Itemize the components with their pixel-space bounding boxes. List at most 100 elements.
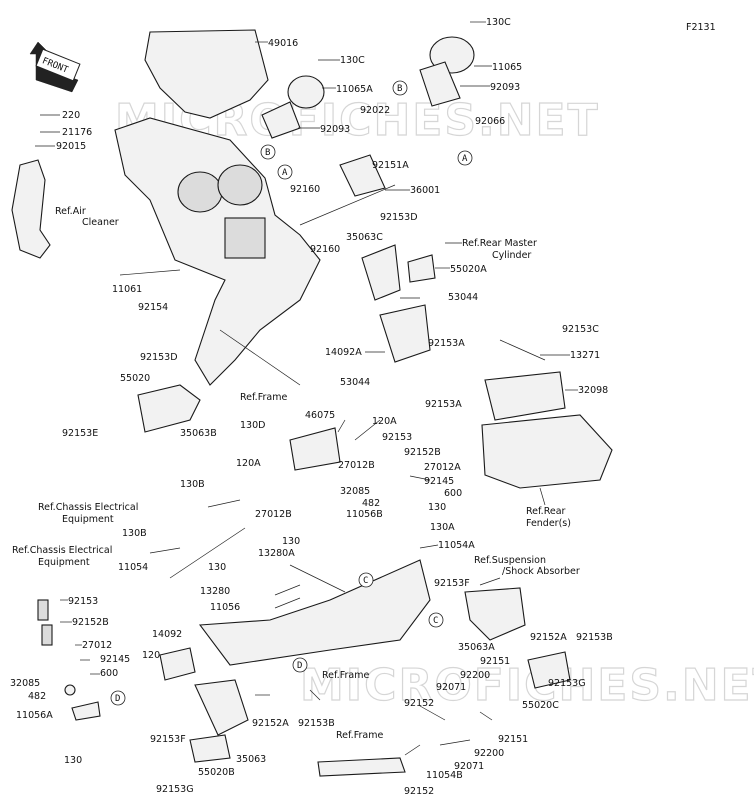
callout-ref-frame-b: Ref.Frame [322, 670, 369, 681]
footrest-55020c [527, 651, 571, 689]
main-frame-part [114, 117, 321, 386]
frame-opening-right [217, 164, 263, 206]
callout-92152-b: 92152 [404, 786, 434, 797]
callout-shock: /Shock Absorber [502, 566, 580, 577]
callout-32098: 32098 [578, 385, 608, 396]
plate-11056a [71, 701, 101, 721]
callout-130-c: 130 [208, 562, 226, 573]
callout-92151-b: 92151 [498, 734, 528, 745]
callout-35063c: 35063C [346, 232, 383, 243]
callout-120: 120 [142, 650, 160, 661]
callout-11054: 11054 [118, 562, 148, 573]
bolt-92153 [37, 599, 49, 621]
callout-92153a: 92153A [428, 338, 465, 349]
callout-92022: 92022 [360, 105, 390, 116]
leader-lines [35, 21, 578, 756]
callout-27012b-b: 27012B [255, 509, 292, 520]
subframe-part [198, 559, 431, 666]
callout-cleaner: Cleaner [82, 217, 119, 228]
callout-13280a: 13280A [258, 548, 295, 559]
callout-ref-chassis: Ref.Chassis Electrical [38, 502, 138, 513]
callout-120a-b: 120A [236, 458, 261, 469]
cable-11054 [169, 527, 246, 579]
svg-text:C: C [433, 616, 438, 626]
callout-130a: 130A [430, 522, 455, 533]
callout-14092a: 14092A [325, 347, 362, 358]
guard-55020a [407, 254, 436, 283]
callout-92153-left: 92153 [68, 596, 98, 607]
clamp-13280a [289, 564, 346, 593]
svg-text:C: C [363, 576, 368, 586]
callout-92152: 92152 [404, 698, 434, 709]
callout-92200: 92200 [460, 670, 490, 681]
strap-13271 [499, 339, 546, 361]
callout-92153e: 92153E [62, 428, 98, 439]
callout-36001: 36001 [410, 185, 440, 196]
callout-fenders: Fender(s) [526, 518, 571, 529]
gasket-92093-b [419, 61, 461, 107]
callout-14092: 14092 [152, 629, 182, 640]
callout-21176: 21176 [62, 127, 92, 138]
figure-code: F2131 [686, 22, 716, 33]
callout-92093: 92093 [320, 124, 350, 135]
svg-text:B: B [397, 84, 402, 94]
callout-ref-frame-c: Ref.Frame [336, 730, 383, 741]
callout-ref-frame: Ref.Frame [240, 392, 287, 403]
callout-equipment: Equipment [62, 514, 114, 525]
callout-equipment-b: Equipment [38, 557, 90, 568]
callout-55020a: 55020A [450, 264, 487, 275]
callout-92151: 92151 [480, 656, 510, 667]
callout-130d: 130D [240, 420, 265, 431]
callout-130: 130 [428, 502, 446, 513]
frame-socket [224, 217, 266, 259]
marker-a-2: A [457, 150, 473, 166]
callout-92093-b: 92093 [490, 82, 520, 93]
callout-ref-rear: Ref.Rear [526, 506, 566, 517]
callout-92153b: 92153B [576, 632, 613, 643]
callout-92071: 92071 [436, 682, 466, 693]
callout-11065: 11065 [492, 62, 522, 73]
callout-cylinder: Cylinder [492, 250, 531, 261]
callout-92071-b: 92071 [454, 761, 484, 772]
footrest-55020b [189, 734, 231, 763]
callout-92153d: 92153D [380, 212, 418, 223]
callout-92160-b: 92160 [310, 244, 340, 255]
callout-ref-chassis-b: Ref.Chassis Electrical [12, 545, 112, 556]
callout-35063: 35063 [236, 754, 266, 765]
callout-55020c: 55020C [522, 700, 559, 711]
callout-92145: 92145 [424, 476, 454, 487]
callout-120a: 120A [372, 416, 397, 427]
callout-55020b: 55020B [198, 767, 235, 778]
callout-92152b-left: 92152B [72, 617, 109, 628]
callout-130-d: 130 [64, 755, 82, 766]
callout-482-left: 482 [28, 691, 46, 702]
callout-220: 220 [62, 110, 80, 121]
callout-92200-b: 92200 [474, 748, 504, 759]
marker-d-2: D [110, 690, 126, 706]
svg-text:D: D [297, 661, 302, 671]
callout-11056a: 11056A [16, 710, 53, 721]
frame-opening-left [177, 171, 223, 213]
callout-92153c: 92153C [562, 324, 599, 335]
callout-92153-top: 92153 [382, 432, 412, 443]
callout-482: 482 [362, 498, 380, 509]
callout-130b: 130B [180, 479, 205, 490]
callout-13280: 13280 [200, 586, 230, 597]
callout-49016: 49016 [268, 38, 298, 49]
callout-32085-left: 32085 [10, 678, 40, 689]
callout-130c: 130C [340, 55, 365, 66]
callout-13271: 13271 [570, 350, 600, 361]
watermark-bottom: MICROFICHES.NET [300, 660, 754, 711]
marker-c-2: C [428, 612, 444, 628]
collar-92152b [41, 624, 53, 646]
cover-14092a [379, 304, 431, 363]
bracket-35063c [361, 244, 401, 301]
callout-92066: 92066 [475, 116, 505, 127]
callout-labels: 49016 130C 11065A 92093 92022 92151A 130… [10, 17, 613, 797]
lower-bar-part [317, 757, 406, 777]
marker-b-2: B [392, 80, 408, 96]
tray-32098 [484, 371, 566, 421]
bracket-35063 [194, 679, 249, 736]
